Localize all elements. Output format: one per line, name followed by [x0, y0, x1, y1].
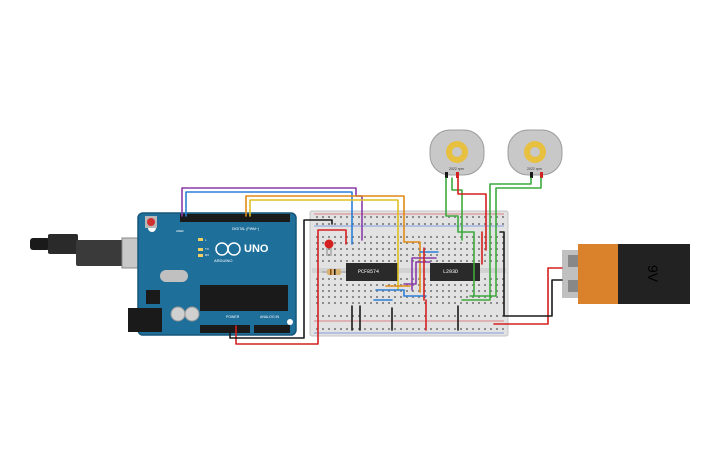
ic-right-label: L293D: [443, 269, 458, 275]
wire-black-battery: [499, 231, 563, 317]
wire-yellow: [249, 199, 399, 291]
wire-purple: [181, 187, 363, 241]
ic-l293d: L293D: [430, 263, 480, 281]
led: [324, 239, 334, 256]
wire-green-motor-1: [445, 177, 475, 297]
analog-header-label: ANALOG IN: [260, 315, 280, 319]
digital-header-label: DIGITAL (PWM~): [232, 227, 259, 231]
l-led-label: L: [205, 238, 207, 242]
motor-left-rpm: 2022 rpm: [449, 167, 464, 171]
wire-green-motor-4: [469, 177, 542, 297]
tx-label: TX: [205, 247, 209, 251]
ic-pcf8574: PCF8574: [346, 263, 398, 281]
board-model-label: UNO: [244, 243, 269, 255]
power-header-label: POWER: [226, 315, 240, 319]
wire-green-motor-3: [461, 177, 532, 301]
wire-red-motor: [457, 177, 487, 251]
board-brand-label: ARDUINO: [214, 258, 232, 263]
ic-left-label: PCF8574: [358, 269, 379, 275]
resistor: [322, 269, 346, 275]
breadboard: [309, 210, 509, 337]
battery-9v: 9V: [562, 244, 690, 304]
usb-cable: [30, 234, 149, 269]
wire-green-motor-2: [451, 177, 463, 241]
wire-blue: [185, 191, 353, 245]
motor-right-rpm: 2022 rpm: [527, 167, 542, 171]
wire-orange: [245, 195, 421, 293]
battery-label: 9V: [645, 265, 661, 283]
rx-label: RX: [205, 253, 209, 257]
aref-label: AREF: [176, 229, 184, 233]
arduino-board: UNO ARDUINO DIGITAL (PWM~) POWER ANALOG …: [128, 212, 297, 336]
dc-motor-right: 2022 rpm: [507, 129, 563, 178]
wires: [181, 177, 563, 345]
wire-red-power: [235, 229, 347, 345]
dc-motor-left: 2022 rpm: [429, 129, 485, 178]
wire-red-battery: [493, 267, 563, 325]
wire-black-ground: [229, 219, 333, 339]
